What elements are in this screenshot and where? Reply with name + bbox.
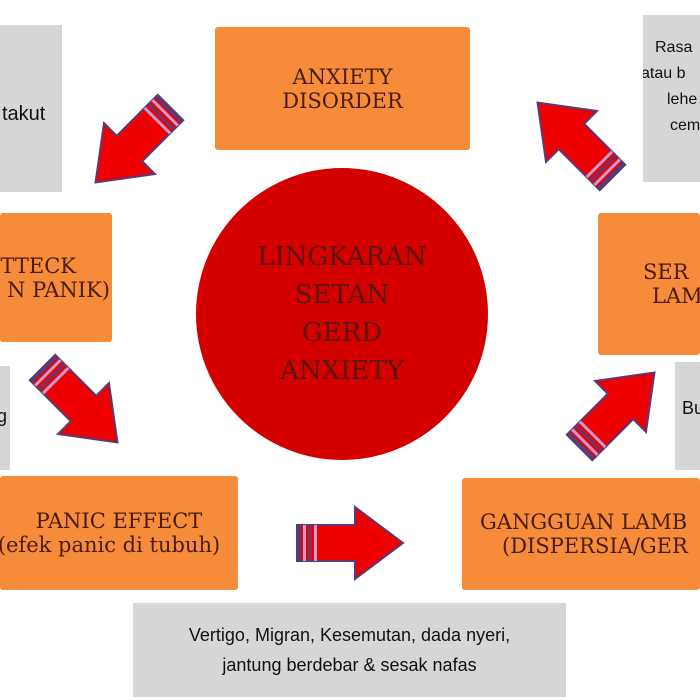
note-left-middle: g bbox=[0, 366, 10, 470]
node-label: TTECK bbox=[0, 253, 77, 278]
node-label: PANIC EFFECT bbox=[35, 509, 203, 533]
center-label: ANXIETY bbox=[280, 356, 404, 386]
node-label: LAM bbox=[652, 284, 700, 308]
node-label: ANXIETY bbox=[292, 64, 393, 89]
center-label: GERD bbox=[301, 318, 383, 348]
node-label: (DISPERSIA/GER bbox=[502, 534, 688, 558]
node-anxiety-disorder: ANXIETY DISORDER bbox=[215, 27, 470, 150]
note-text: atau b bbox=[643, 65, 686, 82]
note-text: Rasa bbox=[655, 39, 693, 56]
node-label: N PANIK) bbox=[7, 277, 110, 302]
note-right-middle: Bu bbox=[675, 362, 700, 470]
arrow-down-left-icon bbox=[69, 81, 197, 209]
center-label: SETAN bbox=[294, 280, 390, 310]
arrow-down-right-icon bbox=[16, 341, 144, 469]
arrow-right-icon bbox=[296, 506, 404, 580]
note-top-right: Rasa atau b lehe cem bbox=[643, 15, 700, 182]
note-text: takut bbox=[2, 103, 46, 125]
node-label: (efek panic di tubuh) bbox=[0, 533, 221, 557]
note-bottom-symptoms: Vertigo, Migran, Kesemutan, dada nyeri, … bbox=[133, 603, 566, 697]
node-label: SER bbox=[643, 260, 689, 284]
center-circle: LINGKARAN SETAN GERD ANXIETY bbox=[196, 168, 488, 460]
arrow-up-right-icon bbox=[553, 346, 681, 474]
node-serangan-lambung: SER LAM bbox=[598, 213, 700, 355]
note-text: Bu bbox=[682, 398, 700, 418]
note-text: lehe bbox=[667, 91, 698, 108]
note-text: jantung berdebar & sesak nafas bbox=[222, 655, 477, 675]
note-text: cem bbox=[670, 117, 700, 134]
note-text: Vertigo, Migran, Kesemutan, dada nyeri, bbox=[188, 625, 511, 645]
node-gangguan-lambung: GANGGUAN LAMB (DISPERSIA/GER bbox=[462, 478, 700, 590]
arrow-up-left-icon bbox=[511, 76, 639, 204]
node-panic-attack: TTECK N PANIK) bbox=[0, 213, 112, 342]
node-label: DISORDER bbox=[282, 88, 403, 113]
node-label: GANGGUAN LAMB bbox=[480, 510, 688, 534]
center-label: LINGKARAN bbox=[257, 242, 427, 272]
node-panic-effect: PANIC EFFECT (efek panic di tubuh) bbox=[0, 476, 238, 590]
note-text: g bbox=[0, 406, 8, 426]
note-top-left: takut bbox=[0, 25, 62, 192]
